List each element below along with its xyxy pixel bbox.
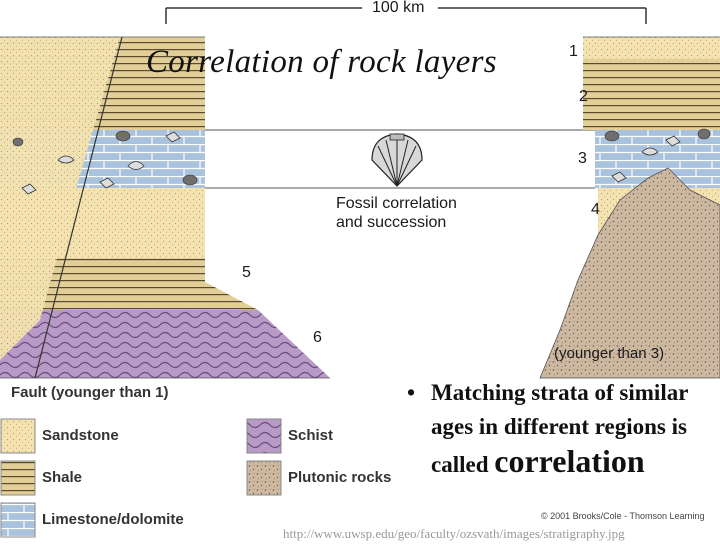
bullet-text: Matching strata of similar ages in diffe… bbox=[431, 380, 689, 477]
intrusion-label: (younger than 3) bbox=[554, 345, 665, 362]
legend-label-limestone: Limestone/dolomite bbox=[42, 511, 184, 528]
layer-number-3: 3 bbox=[578, 150, 587, 167]
layer-number-1: 1 bbox=[569, 43, 578, 60]
legend-swatch-shale bbox=[0, 460, 36, 496]
legend-swatch-schist bbox=[246, 418, 282, 454]
bullet-emphasis: correlation bbox=[494, 443, 645, 479]
scale-label: 100 km bbox=[372, 0, 425, 16]
legend-label-plutonic: Plutonic rocks bbox=[288, 469, 392, 486]
fault-label: Fault (younger than 1) bbox=[11, 384, 169, 401]
left-column bbox=[0, 36, 330, 379]
center-label-line2: and succession bbox=[336, 214, 447, 231]
legend-label-sandstone: Sandstone bbox=[42, 427, 119, 444]
center-label-line1: Fossil correlation bbox=[336, 195, 457, 212]
bullet-marker: • bbox=[407, 380, 416, 405]
layer-number-6: 6 bbox=[313, 329, 322, 346]
layer-number-2: 2 bbox=[579, 88, 588, 105]
legend-label-shale: Shale bbox=[42, 469, 83, 486]
legend-swatch-limestone bbox=[0, 502, 36, 538]
legend-swatch-plutonic bbox=[246, 460, 282, 496]
right-column bbox=[539, 36, 720, 379]
copyright-notice: © 2001 Brooks/Cole - Thomson Learning bbox=[541, 511, 705, 521]
legend-swatch-sandstone bbox=[0, 418, 36, 454]
legend-label-schist: Schist bbox=[288, 427, 334, 444]
layer-number-4: 4 bbox=[591, 201, 600, 218]
correlation-lines bbox=[205, 129, 595, 189]
layer-number-5: 5 bbox=[242, 264, 251, 281]
source-url: http://www.uwsp.edu/geo/faculty/ozsvath/… bbox=[283, 526, 625, 541]
scallop-fossil-icon bbox=[371, 133, 423, 187]
page-title: Correlation of rock layers bbox=[146, 44, 497, 80]
bullet-text-block: Matching strata of similar ages in diffe… bbox=[431, 376, 716, 482]
scale-bar bbox=[165, 7, 647, 24]
legend bbox=[0, 418, 282, 538]
